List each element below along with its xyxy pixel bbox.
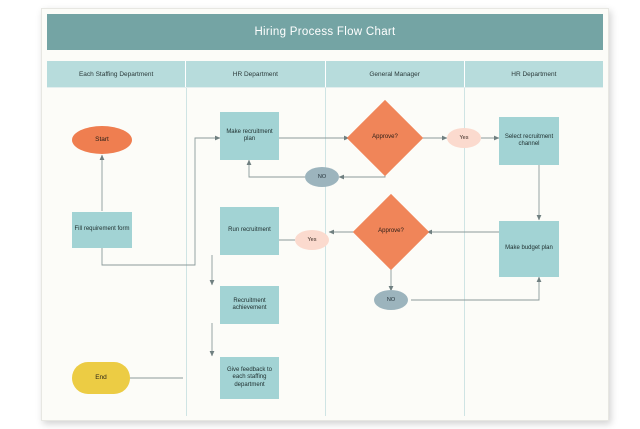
lane-header-label: Each Staffing Department (78, 70, 154, 78)
node-label: Make budget plan (505, 245, 553, 252)
diagram-canvas: Hiring Process Flow Chart Each Staffing … (42, 9, 608, 420)
edge-label: Yes (307, 236, 317, 243)
lane-header-hr-department-2[interactable]: HR Department (464, 61, 603, 87)
lane-header-hr-department-1[interactable]: HR Department (186, 61, 326, 87)
edge-label: Yes (459, 134, 469, 141)
node-end[interactable]: End (72, 362, 130, 394)
node-label: Recruitment achievement (232, 297, 267, 312)
edge-label-yes-2[interactable]: Yes (295, 230, 329, 250)
node-label: Start (95, 135, 109, 143)
node-label: Give feedback to each staffing departmen… (226, 366, 273, 388)
lane-header-general-manager[interactable]: General Manager (325, 61, 465, 87)
node-label: Fill requirement form (74, 226, 130, 233)
node-label: Approve? (372, 134, 398, 141)
diagram-title-bar: Hiring Process Flow Chart (47, 14, 603, 50)
node-make-recruitment-plan[interactable]: Make recruitment plan (220, 112, 279, 160)
node-run-recruitment[interactable]: Run recruitment (220, 207, 279, 255)
node-start[interactable]: Start (72, 126, 132, 154)
lane-header-label: General Manager (369, 70, 420, 78)
edge-label: NO (386, 296, 396, 303)
lane-divider-3 (464, 88, 465, 416)
node-recruitment-achievement[interactable]: Recruitment achievement (220, 286, 279, 324)
node-give-feedback[interactable]: Give feedback to each staffing departmen… (220, 357, 279, 399)
node-approve-2[interactable]: Approve? (352, 193, 430, 271)
node-label: Run recruitment (228, 227, 271, 234)
lane-header-row: Each Staffing Department HR Department G… (47, 61, 603, 87)
node-approve-1[interactable]: Approve? (346, 99, 424, 177)
node-make-budget-plan[interactable]: Make budget plan (499, 221, 559, 277)
lane-divider-2 (325, 88, 326, 416)
node-label: Select recruitment channel (504, 133, 554, 148)
diagram-sheet: Hiring Process Flow Chart Each Staffing … (41, 8, 609, 421)
node-label: Make recruitment plan (226, 128, 273, 143)
node-label: Approve? (378, 228, 404, 235)
node-fill-requirement-form[interactable]: Fill requirement form (72, 212, 132, 248)
lane-divider-1 (186, 88, 187, 416)
edge-label-no-2[interactable]: NO (374, 290, 408, 310)
node-select-recruitment-channel[interactable]: Select recruitment channel (499, 117, 559, 165)
lane-header-label: HR Department (511, 70, 557, 78)
edge-no2-to-budget (411, 276, 542, 301)
edge-no-to-make-plan (246, 159, 305, 178)
lane-body: Start Fill requirement form End Make rec… (47, 87, 603, 416)
lane-header-label: HR Department (232, 70, 278, 78)
edge-label: NO (317, 173, 327, 180)
edge-label-no-1[interactable]: NO (305, 167, 339, 187)
page-title: Hiring Process Flow Chart (254, 26, 396, 38)
node-label: End (95, 373, 107, 381)
edge-label-yes-1[interactable]: Yes (447, 128, 481, 148)
lane-header-each-staffing-department[interactable]: Each Staffing Department (47, 61, 187, 87)
